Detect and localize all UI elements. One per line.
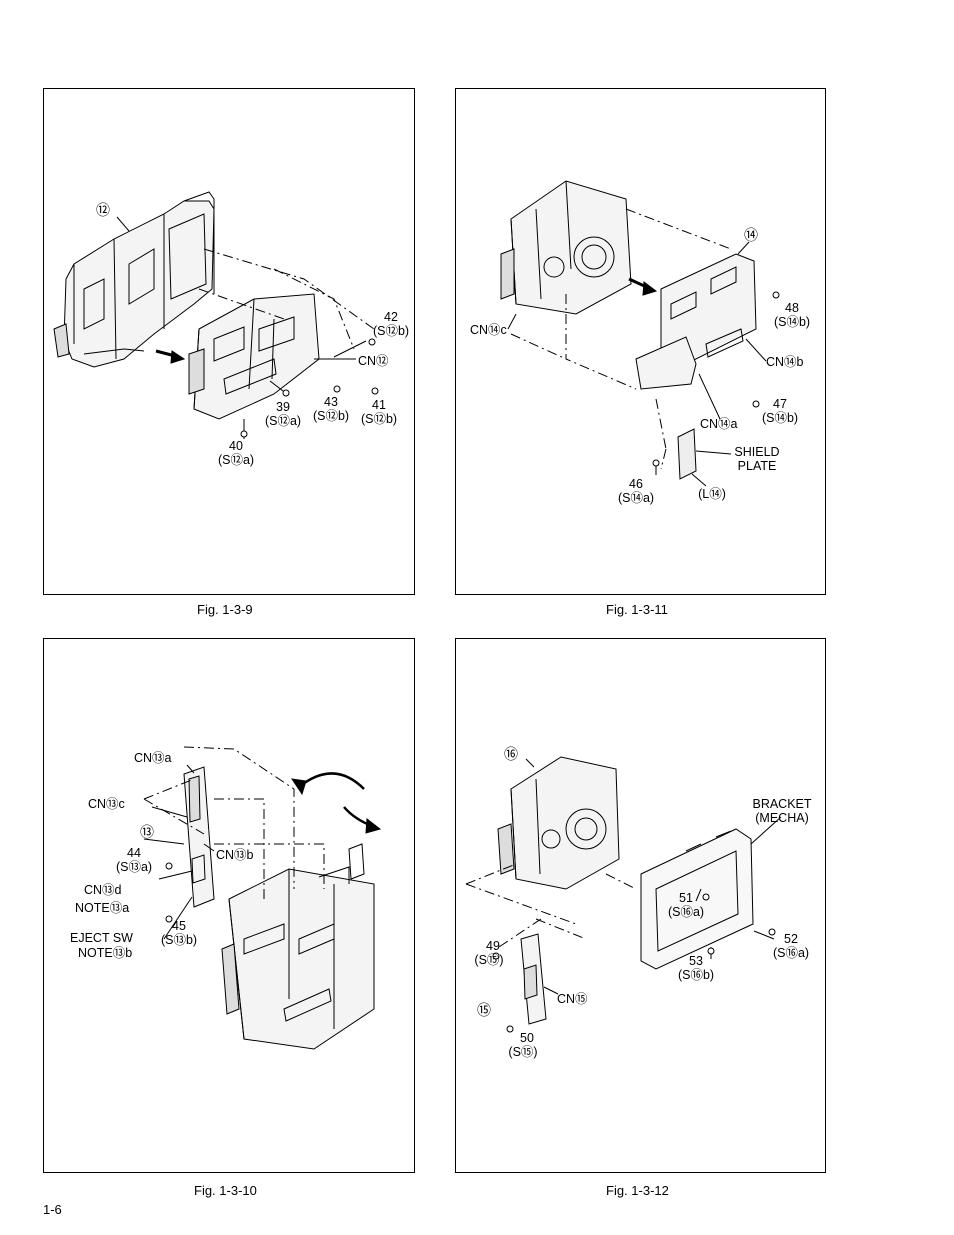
screw-51-label: 51 — [679, 891, 693, 905]
connector-15-label: CN⑮ — [557, 992, 588, 1006]
connector-13b-label: CN⑬b — [216, 848, 254, 862]
screw-46-label: 46 — [629, 477, 643, 491]
screw-52-spec: (S⑯a) — [772, 946, 810, 960]
connector-14a-label: CN⑭a — [700, 417, 738, 431]
note-13b-label: NOTE⑬b — [78, 946, 133, 960]
figure-panel-1-3-9: ⑫ 42 (S⑫b) CN⑫ 39 (S⑫a) 43 (S⑫b) 41 (S⑫b… — [43, 88, 415, 595]
screw-43-spec: (S⑫b) — [312, 409, 350, 423]
screw-44-spec: (S⑬a) — [115, 860, 153, 874]
figure-caption-1-3-12: Fig. 1-3-12 — [606, 1183, 669, 1198]
mecha-board-drawing — [500, 180, 780, 487]
screw-41-label: 41 — [372, 398, 386, 412]
bracket-mecha-drawing — [465, 756, 782, 1033]
screw-47-spec: (S⑭b) — [761, 411, 799, 425]
screw-50-spec: (S⑮) — [508, 1045, 538, 1059]
note-13a-label: NOTE⑬a — [75, 901, 130, 915]
figure-caption-1-3-9: Fig. 1-3-9 — [197, 602, 253, 617]
screw-50-label: 50 — [520, 1031, 534, 1045]
screw-48-label: 48 — [785, 301, 799, 315]
screw-39-label: 39 — [276, 400, 290, 414]
page-number: 1-6 — [43, 1202, 62, 1217]
part-number-15: ⑮ — [477, 1002, 491, 1018]
figure-panel-1-3-12: ⑯ BRACKET (MECHA) 51 (S⑯a) 52 (S⑯a) 49 (… — [455, 638, 826, 1173]
screw-44-label: 44 — [127, 846, 141, 860]
screw-41-spec: (S⑫b) — [360, 412, 398, 426]
part-number-16: ⑯ — [504, 746, 518, 762]
screw-39-spec: (S⑫a) — [264, 414, 302, 428]
figure-caption-1-3-10: Fig. 1-3-10 — [194, 1183, 257, 1198]
board-13-drawing — [143, 746, 382, 1050]
screw-48-spec: (S⑭b) — [773, 315, 811, 329]
screw-46-spec: (S⑭a) — [617, 491, 655, 505]
screw-45-label: 45 — [172, 919, 186, 933]
screw-40-spec: (S⑫a) — [217, 453, 255, 467]
eject-switch-label: EJECT SW — [70, 931, 133, 945]
figure-panel-1-3-11: ⑭ 48 (S⑭b) CN⑭c CN⑭b 47 (S⑭b) CN⑭a SHIEL… — [455, 88, 826, 595]
screw-49-label: 49 — [486, 939, 500, 953]
shield-plate-label-2: PLATE — [737, 459, 777, 473]
bracket-label-1: BRACKET — [752, 797, 812, 811]
screw-49-spec: (S⑮) — [474, 953, 504, 967]
shield-plate-label-1: SHIELD — [734, 445, 780, 459]
part-number-13: ⑬ — [140, 824, 154, 840]
connector-13c-label: CN⑬c — [88, 797, 125, 811]
bracket-label-2: (MECHA) — [755, 811, 809, 825]
screw-53-spec: (S⑯b) — [677, 968, 715, 982]
screw-52-label: 52 — [784, 932, 798, 946]
camcorder-disassembly-drawing — [53, 191, 379, 439]
screw-47-label: 47 — [773, 397, 787, 411]
screw-53-label: 53 — [689, 954, 703, 968]
figure-panel-1-3-10: CN⑬a CN⑬c ⑬ 44 (S⑬a) CN⑬b CN⑬d NOTE⑬a 45… — [43, 638, 415, 1173]
screw-42-spec: (S⑫b) — [372, 324, 410, 338]
figure-caption-1-3-11: Fig. 1-3-11 — [606, 602, 668, 617]
connector-12-label: CN⑫ — [358, 354, 389, 368]
connector-14b-label: CN⑭b — [766, 355, 804, 369]
screw-43-label: 43 — [324, 395, 338, 409]
screw-45-spec: (S⑬b) — [160, 933, 198, 947]
connector-14c-label: CN⑭c — [470, 323, 507, 337]
connector-13d-label: CN⑬d — [84, 883, 122, 897]
screw-42-label: 42 — [384, 310, 398, 324]
lock-14-label: (L⑭) — [698, 487, 726, 501]
part-number-14: ⑭ — [744, 227, 758, 243]
connector-13a-label: CN⑬a — [134, 751, 172, 765]
screw-40-label: 40 — [229, 439, 243, 453]
part-number-12: ⑫ — [96, 202, 110, 218]
screw-51-spec: (S⑯a) — [667, 905, 705, 919]
